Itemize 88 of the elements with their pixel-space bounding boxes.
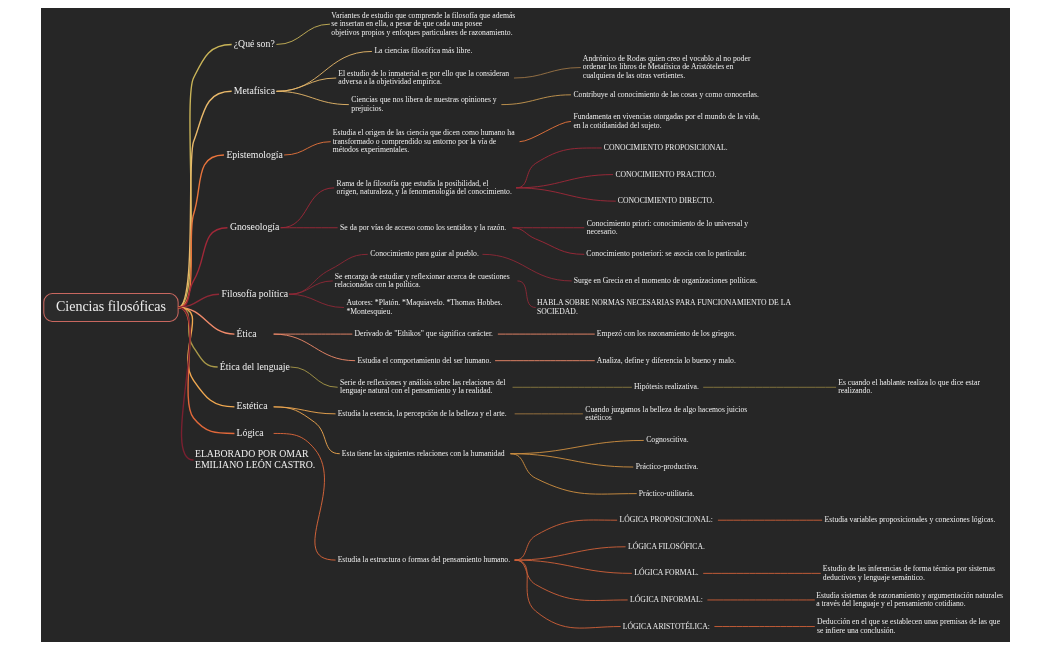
node-text: ¿Qué son? xyxy=(233,38,275,50)
node-text: Empezó con los razonamiento de los griegos. xyxy=(596,329,736,339)
node-text: Estudia sistemas de razonamiento y argumentación naturales a través del lenguaje y el pensamiento cotidiano. xyxy=(815,590,1003,609)
node-text: CONOCIMIENTO DIRECTO. xyxy=(617,196,714,206)
node-text: Estudia la esencia, la percepción de la belleza y el arte. xyxy=(337,408,507,418)
node-text: Cuando juzgamos la belleza de algo hacemos juicios estéticos xyxy=(584,404,747,423)
connector xyxy=(288,280,333,295)
node-text: Epistemología xyxy=(225,148,283,160)
connector xyxy=(289,366,338,388)
connector xyxy=(176,306,194,461)
node-text: LÓGICA PROPOSICIONAL: xyxy=(619,515,713,525)
node-text: Metafísica xyxy=(233,84,275,96)
connector xyxy=(511,227,585,255)
node-text: HABLA SOBRE NORMAS NECESARIAS PARA FUNCIONAMIENTO DE LA SOCIEDAD. xyxy=(536,298,791,316)
connector xyxy=(513,559,628,601)
connector xyxy=(176,43,232,309)
node-text: Rama de la filosofía que estudia la posibilidad, el origen, naturaleza, y la fenomenología del conocimiento. xyxy=(336,178,512,197)
node-text: Conocimiento priori: conocimiento de lo universal y necesario. xyxy=(586,218,748,236)
connector xyxy=(494,360,595,362)
node-text: Ética xyxy=(236,327,257,339)
connector xyxy=(702,386,837,388)
node-text: Esta tiene las siguientes relaciones con la humanidad xyxy=(341,448,505,458)
connector xyxy=(272,333,356,362)
node-text: Estudia el origen de las ciencia que dicen como humano ha transformado o comprendido su entorno por la vía de métodos experimentales. xyxy=(332,128,515,155)
node-text: Deducción en el que se establecen unas premisas de las que se infiere una conclusión. xyxy=(816,617,1000,635)
node-text: LÓGICA FILOSÓFICA. xyxy=(627,541,705,551)
node-text: Ciencias que nos libera de nuestras opiniones y prejuicios. xyxy=(350,95,497,113)
connector xyxy=(509,453,637,495)
connector xyxy=(283,141,331,156)
node-text: Conocimiento posteriori: se asocia con lo particular. xyxy=(585,249,747,259)
connector xyxy=(513,559,621,629)
connector xyxy=(702,572,821,574)
node-text: Derivado de "Ethikos" que significa carácter. xyxy=(353,329,493,339)
connector xyxy=(275,23,330,45)
node-text: Estética xyxy=(236,400,268,412)
node-text: CONOCIMIENTO PROPOSICIONAL. xyxy=(603,142,728,152)
connector xyxy=(272,433,336,561)
node-text: ELABORADO POR OMAR EMILIANO LEÓN CASTRO. xyxy=(194,448,315,470)
node-text: Práctico-productiva. xyxy=(635,461,698,471)
connector xyxy=(279,227,338,229)
node-text: Filosofía política xyxy=(221,287,288,299)
connector xyxy=(288,253,368,295)
node-text: LÓGICA ARISTOTÉLICA: xyxy=(622,621,710,631)
node-text: LÓGICA INFORMAL: xyxy=(629,594,703,604)
connector xyxy=(513,413,583,415)
node-text: Andrónico de Rodas quien creo el vocablo al no poder ordenar los libros de Metafísica de Aristóteles en cualquiera de las otras vertientes. xyxy=(582,54,750,80)
connector xyxy=(716,519,823,521)
node-text: Estudio de las inferencias de forma técnica por sistemas deductivos y lenguaje semántico. xyxy=(822,564,995,582)
node-text: Gnoseología xyxy=(229,221,279,233)
connector xyxy=(176,90,232,309)
connector xyxy=(500,94,571,106)
node-text: Surge en Grecia en el momento de organizaciones políticas. xyxy=(573,275,758,285)
connector xyxy=(288,293,344,308)
node-text: Serie de reflexiones y análisis sobre las relaciones del lenguaje natural con el pensamiento y la realidad. xyxy=(339,378,505,396)
node-text: Estudia la estructura o formas del pensamiento humano. xyxy=(337,555,510,565)
connector xyxy=(481,253,572,282)
connector xyxy=(713,626,815,627)
connector xyxy=(515,187,616,202)
node-text: Se da por vías de acceso como los sentidos y la razón. xyxy=(339,222,506,232)
node-text: Es cuando el hablante realiza lo que dice estar realizando. xyxy=(837,378,980,396)
connector xyxy=(275,90,349,106)
connector xyxy=(511,386,632,388)
connector xyxy=(513,67,581,79)
connector xyxy=(272,406,340,455)
node-text: Práctico-utilitaria. xyxy=(638,488,695,498)
connector xyxy=(513,559,632,574)
node-text: La ciencias filosófica más libre. xyxy=(373,46,472,56)
node-text: Ética del lenguaje xyxy=(219,360,290,372)
node-text: Estudia el comportamiento del ser humano. xyxy=(357,355,491,365)
connector xyxy=(706,599,815,601)
connector xyxy=(516,280,536,308)
node-text: Lógica xyxy=(236,427,264,439)
node-text: Se encarga de estudiar y reflexionar acerca de cuestiones relacionadas con la política. xyxy=(334,271,510,290)
connector xyxy=(518,120,571,143)
node-text: LÓGICA FORMAL. xyxy=(633,568,699,578)
connector xyxy=(272,333,353,335)
node-text: Conocimiento para guiar al pueblo. xyxy=(369,249,479,259)
node-text: Analiza, define y diferencia lo bueno y malo. xyxy=(596,355,736,365)
node-text: Variantes de estudio que comprende la filosofía que además se insertan en ella, a pesar de que cada una posee objetivos propios y enfoques particulares de razonamiento. xyxy=(330,10,515,37)
node-text: Hipótesis realizativa. xyxy=(633,382,699,392)
node-text: Contribuye al conocimiento de las cosas y como conocerlas. xyxy=(572,89,759,99)
node-text: Cognoscitiva. xyxy=(645,435,689,445)
node-text: Estudia variables proposicionales y conexiones lógicas. xyxy=(824,515,995,525)
node-text: Fundamenta en vivencias otorgadas por el mundo de la vida, en la cotidianidad del sujeto. xyxy=(572,112,760,130)
node-text: El estudio de lo inmaterial es por ello que la consideran adversa a la objetividad empírica. xyxy=(337,68,509,87)
node-text: CONOCIMIENTO PRACTICO. xyxy=(614,169,716,179)
node-box: Ciencias filosóficas xyxy=(42,293,179,323)
node-text: Autores: *Platón. *Maquiavelo. *Thomas Hobbes. *Montesquieu. xyxy=(345,298,502,316)
